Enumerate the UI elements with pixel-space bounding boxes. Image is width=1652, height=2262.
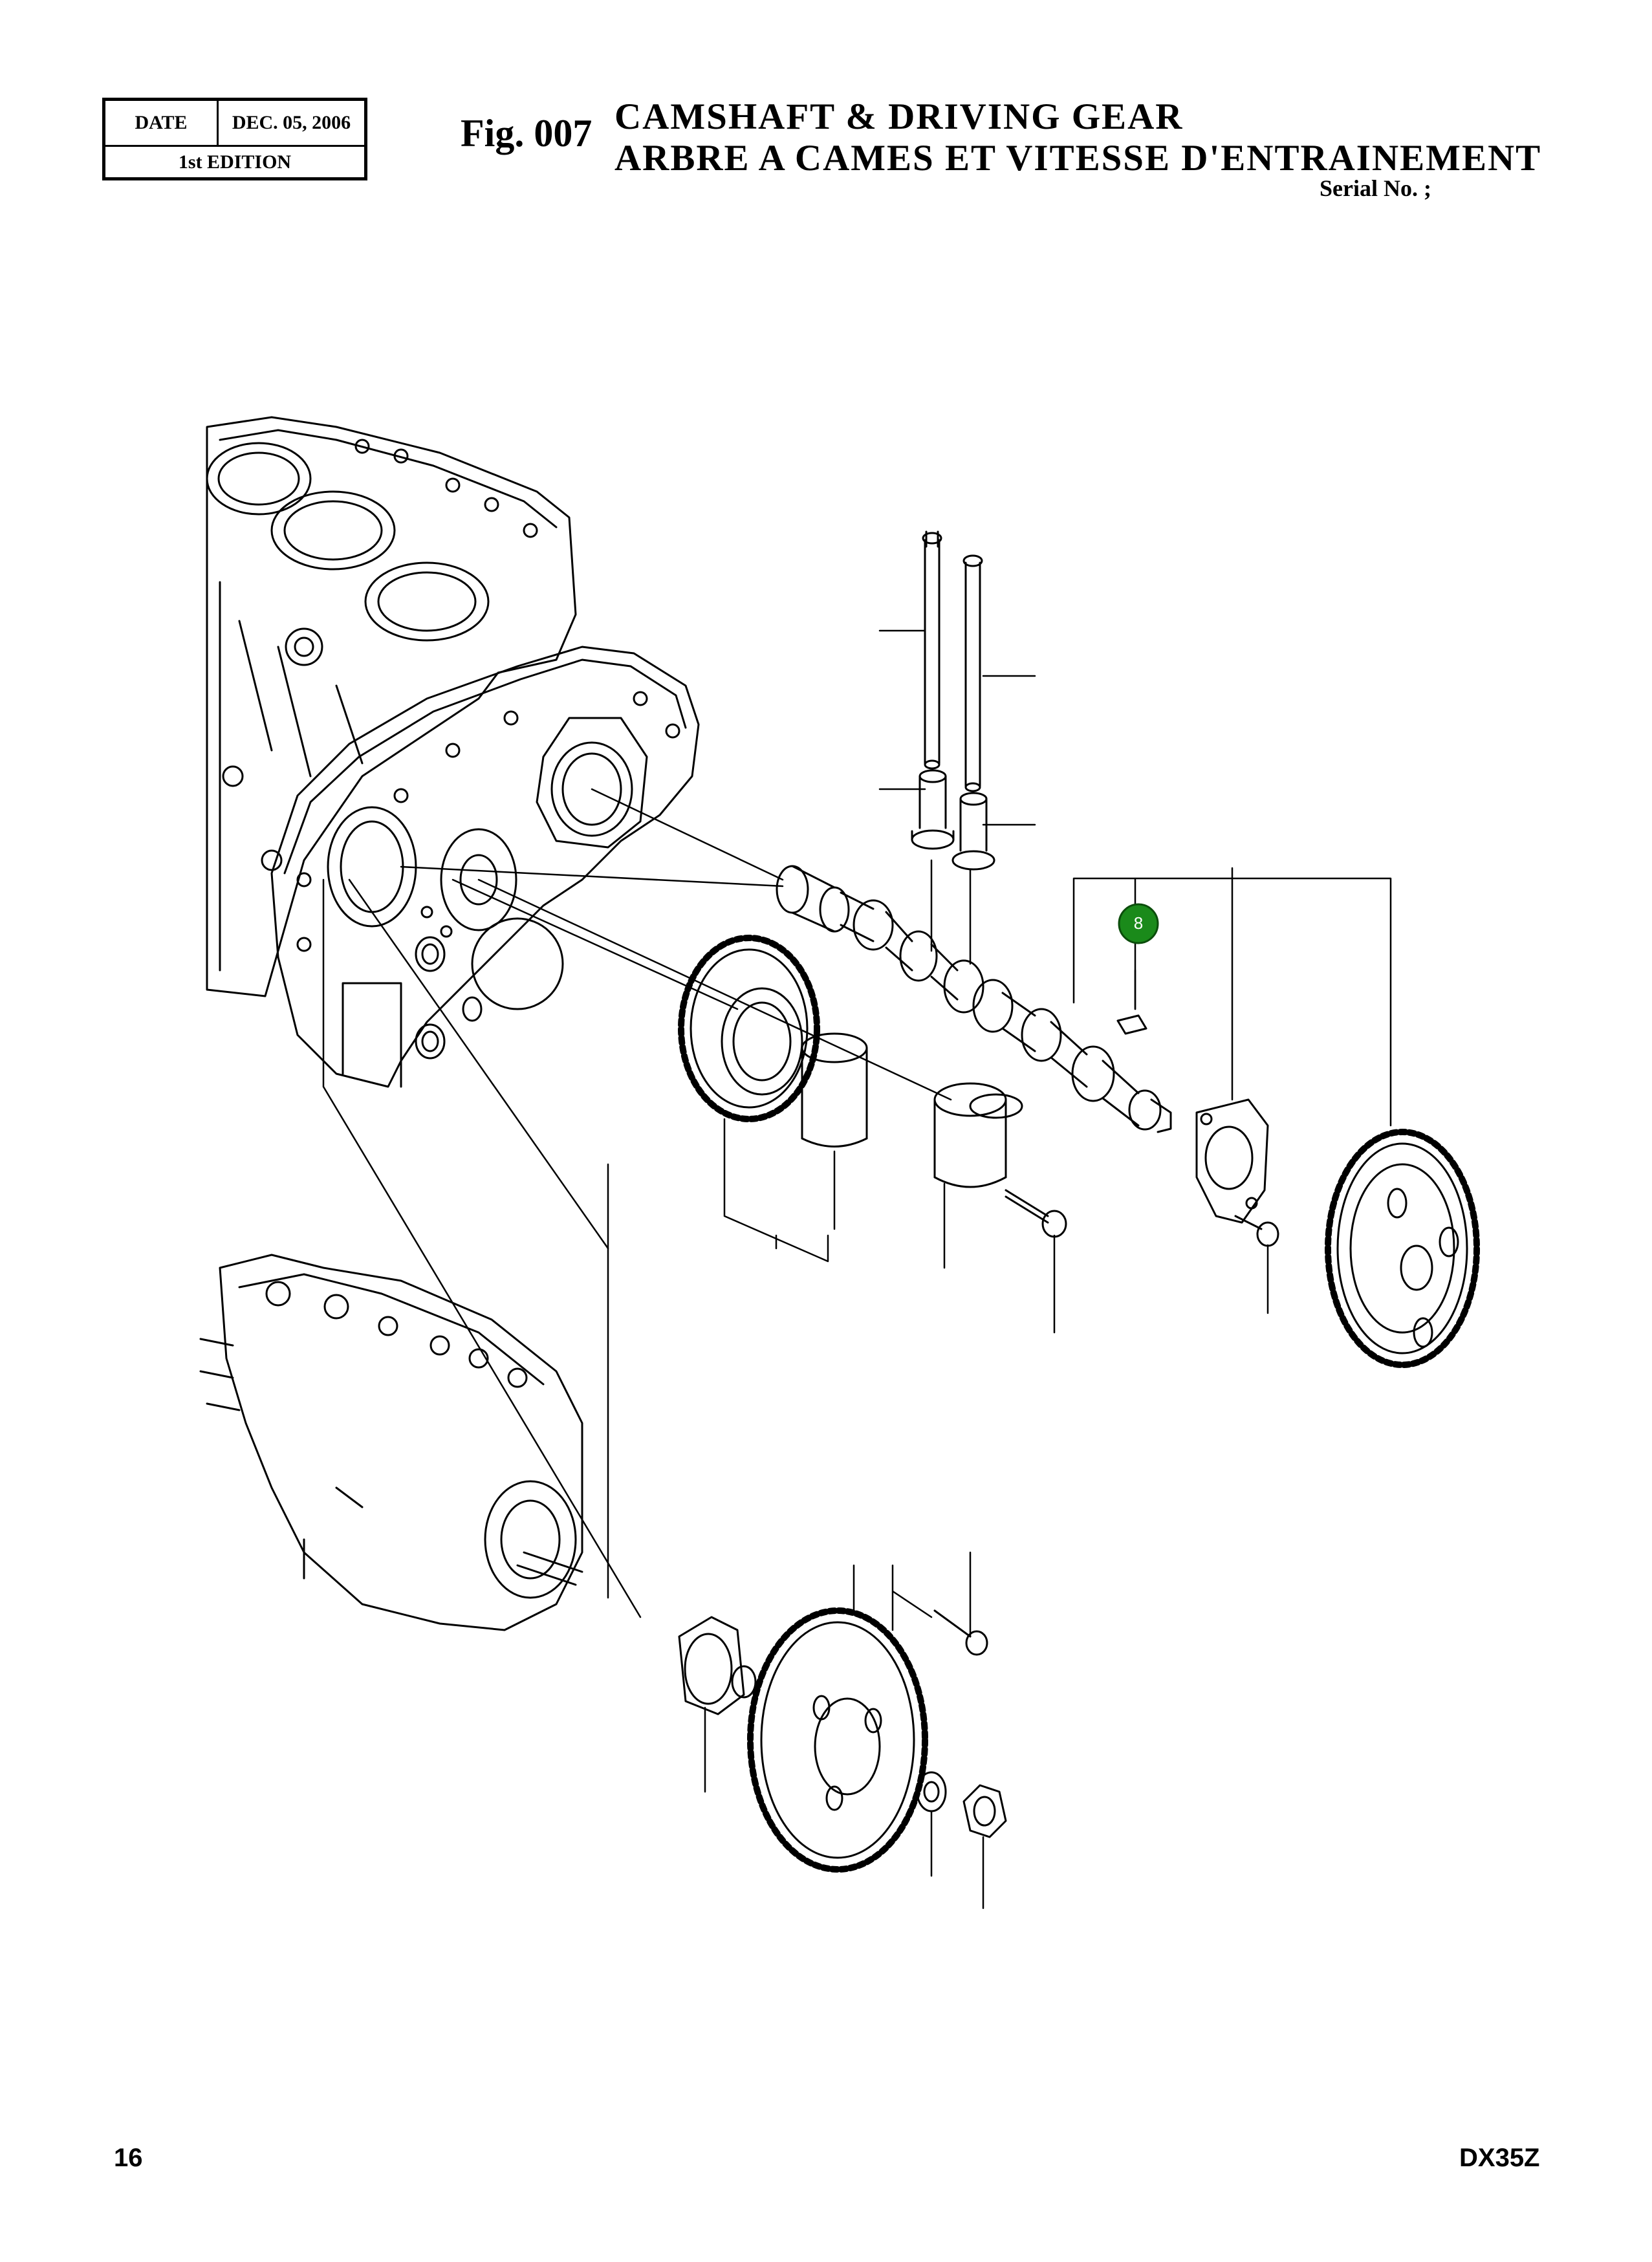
date-value: DEC. 05, 2006 — [232, 112, 351, 133]
gear-case-plate-illustration — [270, 646, 700, 1088]
title-english: CAMSHAFT & DRIVING GEAR — [614, 96, 1184, 137]
callout-number: 8 — [1134, 913, 1143, 933]
serial-number-label: Serial No. ; — [1320, 175, 1431, 201]
idler-bushing-illustration — [801, 1032, 868, 1147]
tappets-illustration — [911, 769, 995, 871]
bolts-illustration — [933, 1189, 1279, 1656]
pump-drive-gear-illustration — [747, 1607, 928, 1873]
edition-label: 1st EDITION — [178, 151, 292, 173]
idler-gear-illustration — [678, 935, 820, 1122]
model-code: DX35Z — [1459, 2144, 1540, 2172]
date-label: DATE — [105, 101, 219, 145]
figure-number: Fig. 007 — [461, 112, 592, 155]
drive-hub-illustration — [678, 1616, 757, 1715]
title-french: ARBRE A CAMES ET VITESSE D'ENTRAINEMENT — [614, 138, 1542, 179]
date-row: DATE DEC. 05, 2006 — [105, 101, 364, 147]
thrust-plate-illustration — [1195, 1098, 1269, 1224]
callout-badge-8[interactable]: 8 — [1117, 902, 1160, 945]
woodruff-key-illustration — [1116, 1014, 1147, 1035]
exploded-parts-diagram — [199, 416, 1480, 1909]
engine-block-illustration — [206, 416, 577, 997]
page-number: 16 — [114, 2144, 143, 2172]
camshaft-gear-illustration — [1325, 1129, 1480, 1368]
push-rods-illustration — [922, 530, 983, 792]
date-edition-box: DATE DEC. 05, 2006 1st EDITION — [102, 98, 367, 180]
camshaft-illustration — [776, 865, 1172, 1133]
washer-nut-illustration — [916, 1771, 1007, 1838]
idler-shaft-illustration — [933, 1082, 1023, 1188]
leader-lines — [322, 629, 1392, 1909]
injection-pump-illustration — [199, 1254, 583, 1631]
